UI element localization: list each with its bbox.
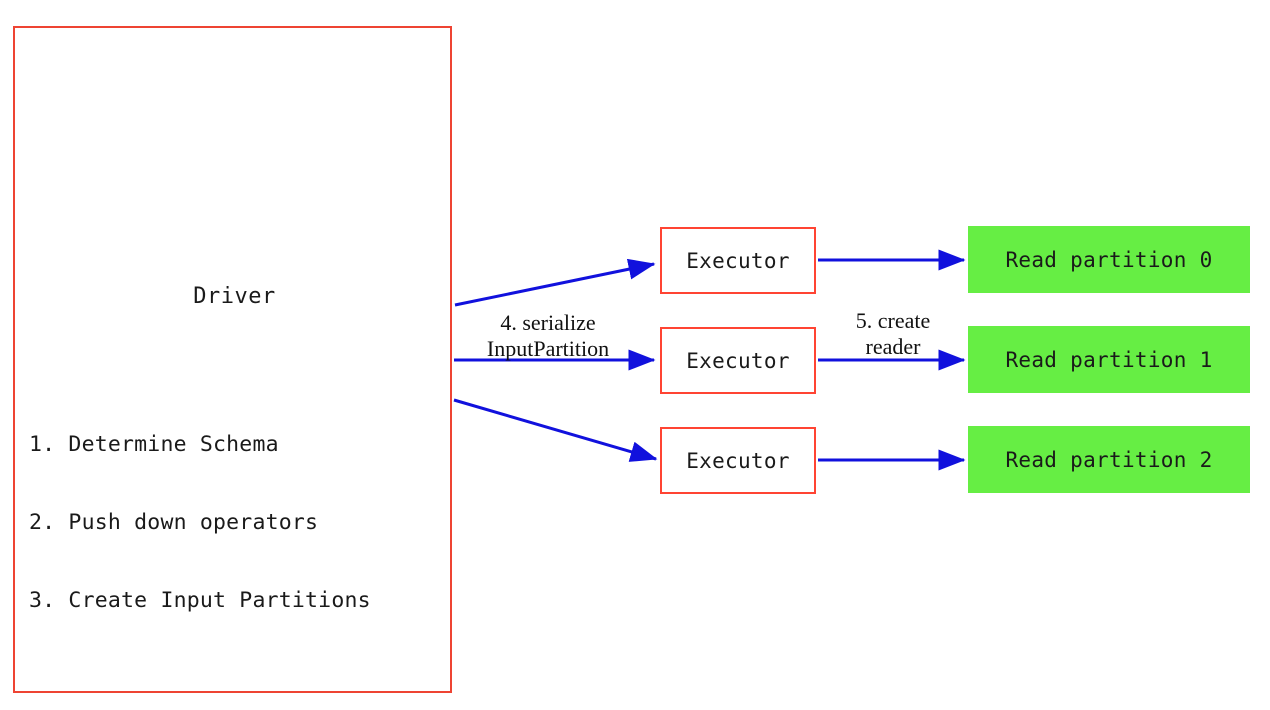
partition-label-2: Read partition 2: [1005, 447, 1213, 472]
edge-label-create-reader: 5. create reader: [823, 308, 963, 360]
edge-label-create-reader-line2: reader: [865, 334, 921, 359]
arrow-driver-to-executor-2: [453, 398, 658, 462]
driver-steps-list: 1. Determine Schema 2. Push down operato…: [29, 380, 371, 666]
edge-label-serialize-input-partition: 4. serialize InputPartition: [455, 310, 641, 362]
driver-step-1: 1. Determine Schema: [29, 432, 279, 457]
partition-box-2: Read partition 2: [968, 426, 1250, 493]
driver-box: Driver 1. Determine Schema 2. Push down …: [13, 26, 452, 693]
driver-title: Driver: [193, 284, 276, 309]
executor-label-1: Executor: [686, 348, 790, 373]
partition-box-1: Read partition 1: [968, 326, 1250, 393]
partition-label-1: Read partition 1: [1005, 347, 1213, 372]
executor-box-2: Executor: [660, 427, 816, 494]
partition-label-0: Read partition 0: [1005, 247, 1213, 272]
edge-label-serialize-line2: InputPartition: [486, 336, 610, 361]
executor-label-0: Executor: [686, 248, 790, 273]
edge-label-serialize-line1: 4. serialize: [500, 310, 596, 335]
executor-box-0: Executor: [660, 227, 816, 294]
partition-box-0: Read partition 0: [968, 226, 1250, 293]
arrow-driver-to-executor-0: [454, 258, 656, 307]
executor-box-1: Executor: [660, 327, 816, 394]
driver-step-2: 2. Push down operators: [29, 510, 319, 535]
edge-label-create-reader-line1: 5. create: [855, 308, 931, 333]
executor-label-2: Executor: [686, 448, 790, 473]
driver-step-3: 3. Create Input Partitions: [29, 588, 371, 613]
